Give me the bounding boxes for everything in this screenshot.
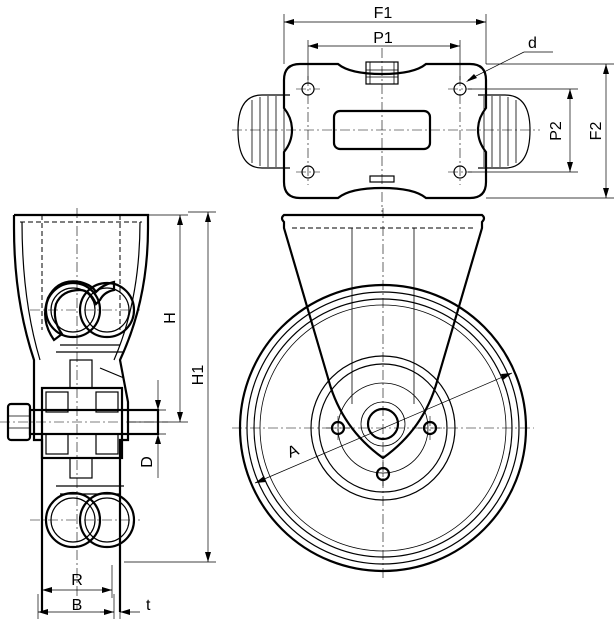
dim-f1: F1 — [283, 3, 487, 64]
dim-d: d — [466, 35, 553, 82]
hub-section — [40, 359, 125, 479]
label-h1: H1 — [190, 365, 207, 386]
dim-f2: F2 — [486, 63, 614, 199]
label-r: R — [71, 572, 83, 589]
dim-p2: P2 — [468, 88, 578, 173]
label-f2: F2 — [588, 122, 605, 141]
label-f1: F1 — [374, 5, 393, 22]
label-h: H — [162, 312, 179, 324]
label-d: d — [528, 35, 537, 52]
label-t: t — [146, 597, 151, 614]
label-p1: P1 — [373, 30, 393, 47]
label-b: B — [72, 597, 83, 614]
dim-r: R — [41, 565, 113, 598]
front-view — [232, 208, 534, 580]
dim-p1: P1 — [307, 28, 461, 80]
top-view-left-wheel — [237, 94, 290, 169]
fixed-bracket — [280, 213, 486, 460]
side-bracket — [12, 213, 150, 612]
dim-h1: H1 — [124, 211, 216, 563]
dim-h: H — [128, 214, 188, 423]
label-a: A — [285, 442, 302, 462]
dim-d-axle: D — [128, 380, 166, 478]
dim-b: B — [37, 594, 115, 619]
dim-t: t — [100, 597, 151, 619]
side-view — [0, 208, 168, 612]
label-p2: P2 — [548, 121, 565, 141]
label-d-axle: D — [139, 456, 156, 468]
top-view — [232, 48, 540, 212]
